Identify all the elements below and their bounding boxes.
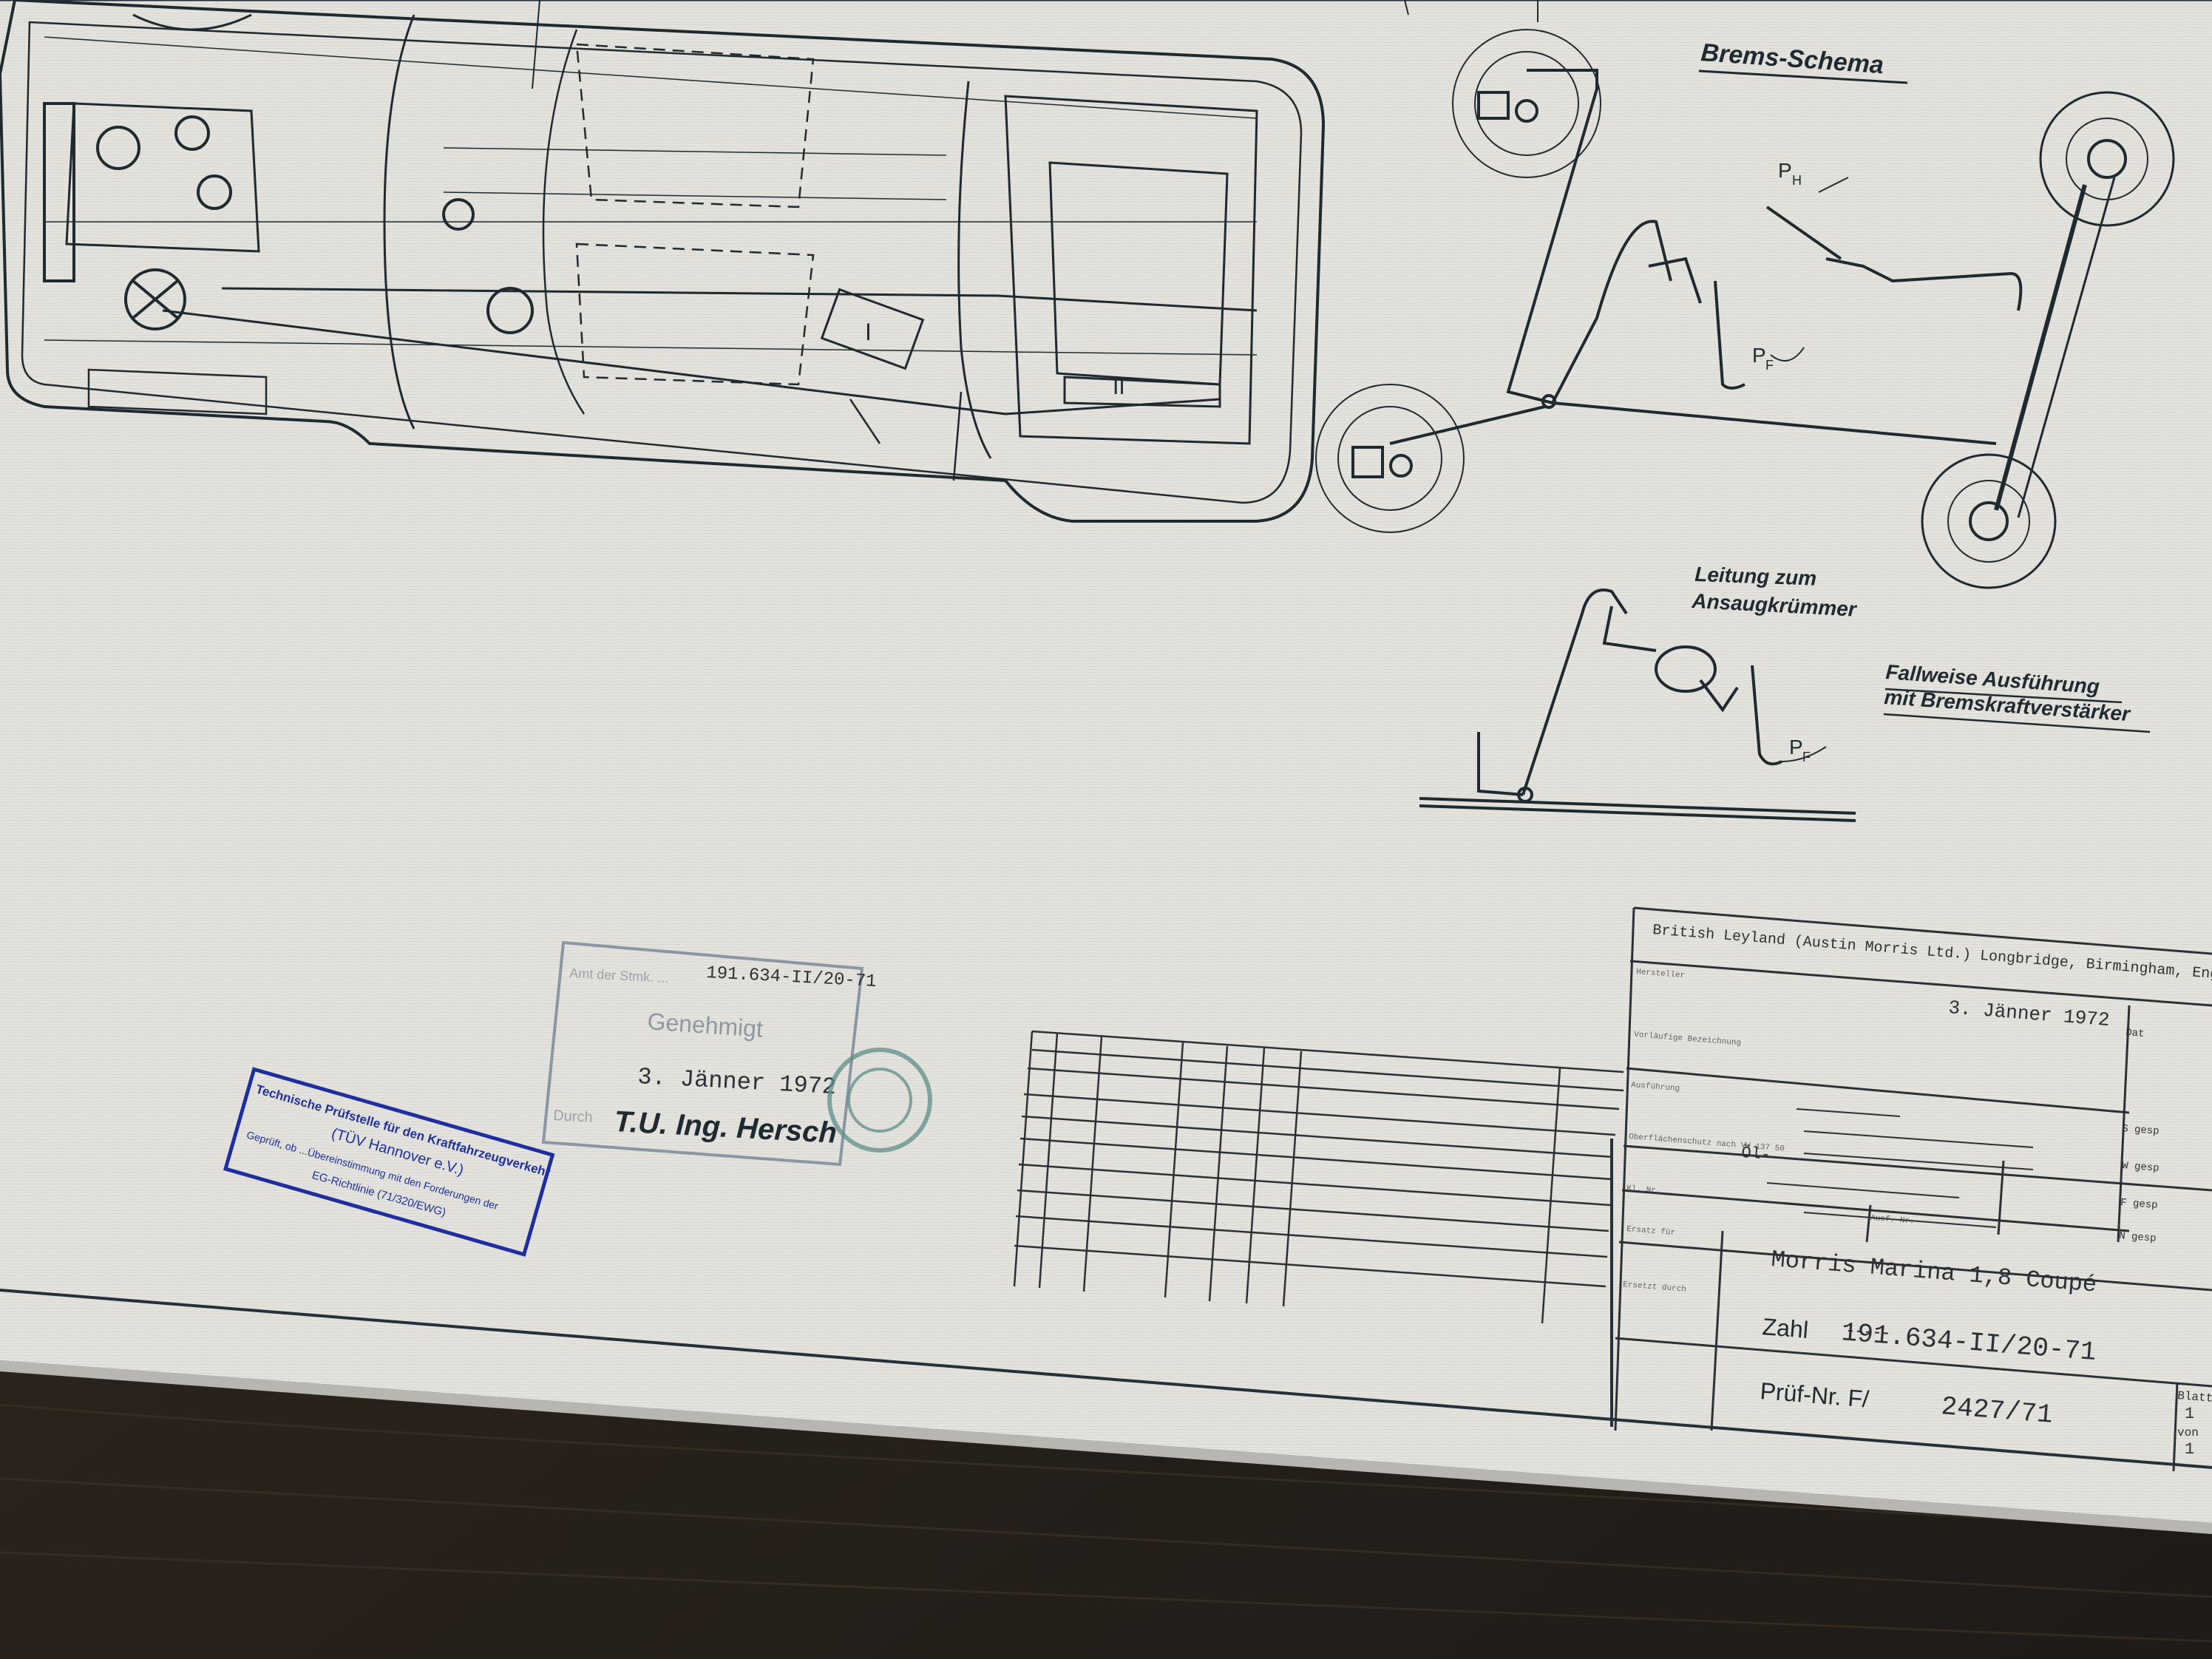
booster-diagram: [1419, 588, 1856, 822]
paper-sheet: [0, 0, 2212, 1523]
booster-pedal-force-sub: F: [1802, 750, 1811, 764]
label-ersatz-fuer: Ersatz für: [1626, 1225, 1676, 1238]
title-block-frame: [1614, 906, 2212, 1472]
car-xray-drawing: [0, 0, 1326, 523]
round-seal: [827, 1048, 932, 1153]
side-label-s: S gesp: [2122, 1123, 2160, 1138]
sheet-of: von: [2177, 1426, 2199, 1439]
side-label-n: N gesp: [2119, 1230, 2157, 1245]
sheet-label: Blatt: [2177, 1389, 2212, 1405]
paper-edge-shadow: [0, 1360, 2212, 1534]
handbrake-force-sub: H: [1792, 173, 1802, 188]
booster-pedal-force-label: P: [1789, 736, 1803, 759]
side-label-f: F gesp: [2120, 1197, 2159, 1212]
label-hersteller: Hersteller: [1636, 968, 1686, 980]
brake-schema-diagram: [1315, 0, 2175, 589]
pedal-force-label: P: [1752, 344, 1766, 367]
section-mark-two: II: [1113, 375, 1125, 399]
handbrake-force-label: P: [1778, 159, 1792, 182]
sheet-number: 1: [2185, 1405, 2194, 1423]
surface-note: Öl-: [1740, 1144, 1771, 1164]
section-mark-one: I: [865, 319, 872, 345]
approval-by: Durch: [553, 1107, 593, 1126]
revision-table: [1013, 1030, 1624, 1324]
label-ausf-nr: Ausf.-Nr.: [1870, 1214, 1915, 1227]
booster-note-line1: Leitung zum: [1694, 563, 1817, 590]
side-label-w: W gesp: [2122, 1160, 2160, 1175]
zahl-label: Zahl: [1761, 1313, 1809, 1343]
pedal-force-sub: F: [1765, 358, 1774, 373]
sheet-total: 1: [2185, 1440, 2194, 1459]
label-ausfuehrung: Ausführung: [1631, 1081, 1680, 1093]
side-label-dat: Dat: [2126, 1027, 2145, 1040]
label-kl-nr: Kl. Nr.: [1626, 1184, 1661, 1196]
drawing-border: [0, 1289, 2212, 1469]
